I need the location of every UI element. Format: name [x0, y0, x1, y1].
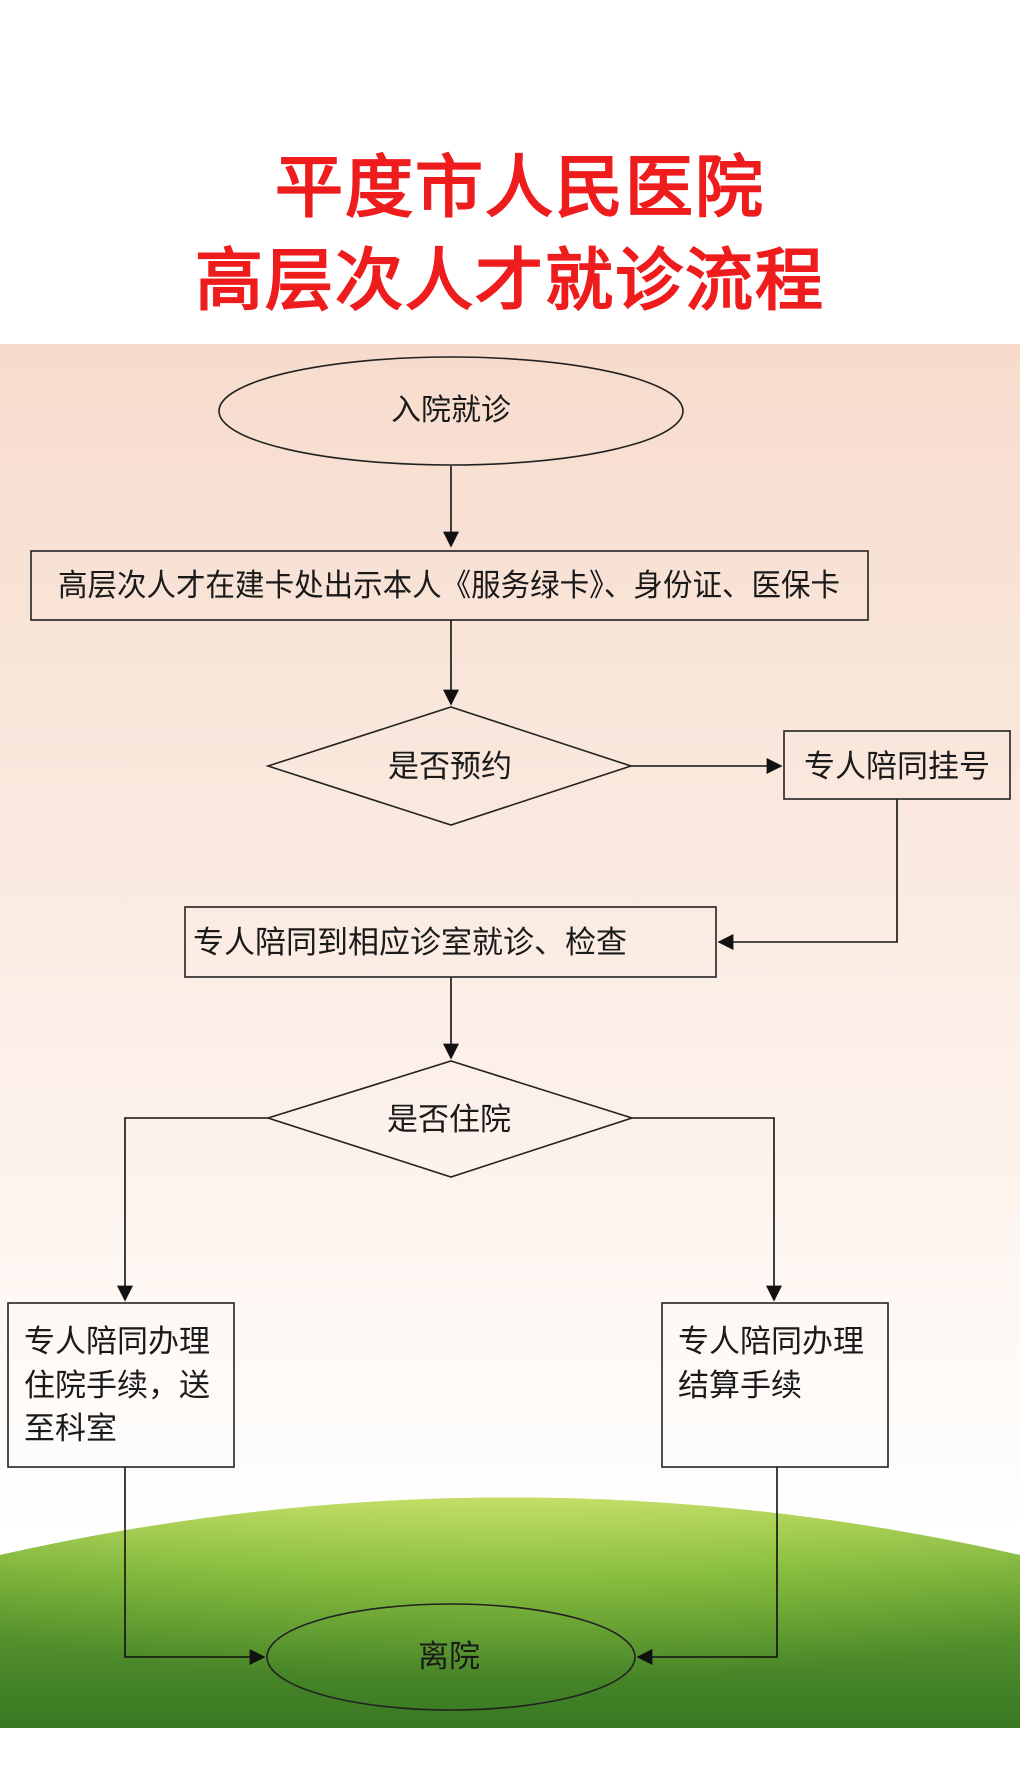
header: 平度市人民医院 高层次人才就诊流程 — [0, 0, 1020, 344]
node-settlement: 专人陪同办理 结算手续 — [661, 1302, 889, 1468]
arrow-register-to-clinic — [717, 799, 898, 950]
footer — [0, 1728, 1020, 1786]
decision-hospitalize: 是否住院 — [265, 1060, 635, 1178]
node-escort-register: 专人陪同挂号 — [783, 730, 1011, 800]
node-start-label: 入院就诊 — [391, 393, 511, 428]
node-show-card: 高层次人才在建卡处出示本人《服务绿卡》、身份证、医保卡 — [30, 550, 869, 621]
node-escort-clinic: 专人陪同到相应诊室就诊、检查 — [184, 906, 717, 978]
decision-appointment: 是否预约 — [265, 706, 634, 826]
node-exit-label: 离院 — [418, 1639, 480, 1675]
decision-appointment-label: 是否预约 — [388, 749, 512, 785]
arrow-admission-to-exit — [124, 1467, 266, 1665]
decision-hospitalize-label: 是否住院 — [387, 1102, 511, 1138]
node-settlement-line-1: 专人陪同办理 — [678, 1324, 864, 1360]
flowchart-panel — [0, 344, 1020, 1728]
node-admission-line-3: 至科室 — [24, 1411, 117, 1447]
node-escort-register-label: 专人陪同挂号 — [804, 749, 990, 785]
node-settlement-line-2: 结算手续 — [678, 1368, 802, 1404]
node-exit: 离院 — [266, 1603, 636, 1711]
node-start: 入院就诊 — [218, 356, 684, 466]
title-process: 高层次人才就诊流程 — [194, 242, 825, 321]
arrow-settlement-to-exit — [636, 1467, 778, 1665]
node-escort-clinic-label: 专人陪同到相应诊室就诊、检查 — [193, 925, 627, 961]
title-hospital: 平度市人民医院 — [274, 149, 765, 228]
node-admission-line-2: 住院手续，送 — [24, 1368, 210, 1404]
node-admission: 专人陪同办理 住院手续，送 至科室 — [7, 1302, 235, 1468]
arrow-decision-to-admission — [117, 1117, 268, 1302]
arrow-decision-to-settlement — [632, 1117, 782, 1302]
grass-shading — [0, 1497, 1020, 1728]
node-show-card-label: 高层次人才在建卡处出示本人《服务绿卡》、身份证、医保卡 — [58, 568, 840, 604]
node-admission-line-1: 专人陪同办理 — [24, 1324, 210, 1360]
